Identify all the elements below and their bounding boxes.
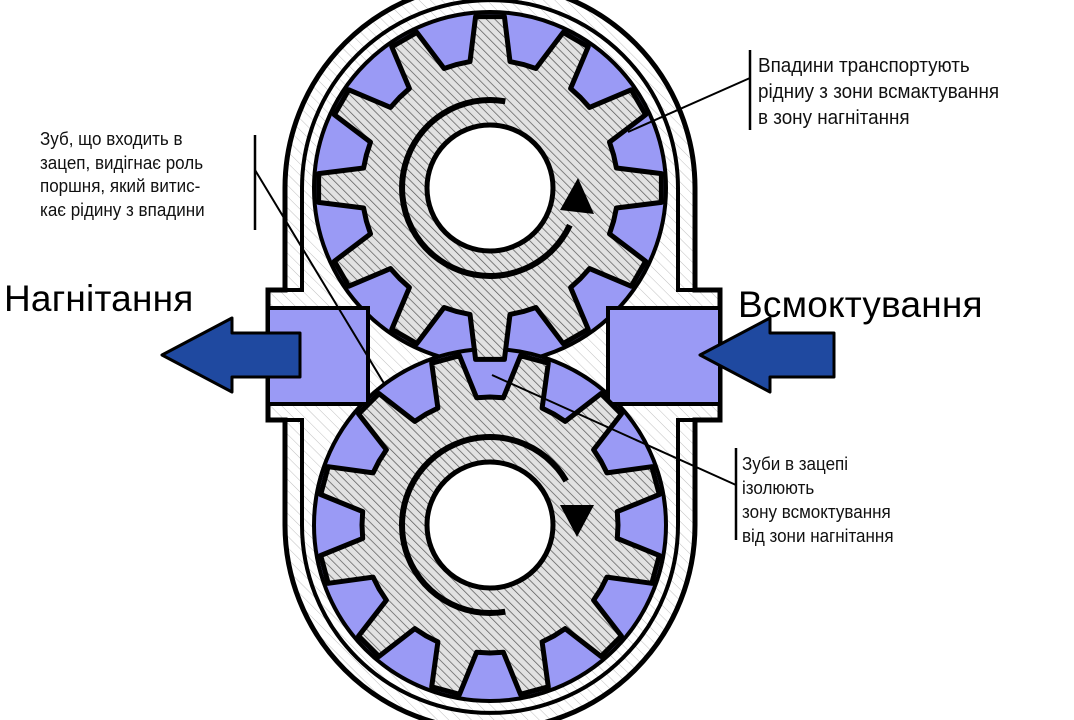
cavity-note-leader <box>627 77 751 133</box>
note-line: кає рідину з впадини <box>40 198 205 220</box>
discharge-arrow-icon <box>160 316 302 394</box>
mesh-note-leader <box>491 374 737 486</box>
note-line: в зону нагнітання <box>758 106 910 129</box>
lower-gear-bore <box>424 459 556 591</box>
teeth-isolate-note: Зуби в зацепі ізолюють зону всмоктування… <box>742 452 894 548</box>
tooth-note-leader <box>254 169 386 386</box>
note-line: Зуби в зацепі <box>742 453 849 474</box>
note-line: поршня, який витис- <box>40 175 201 196</box>
lower-rotation-arrow-icon <box>399 434 569 617</box>
note-line: зону всмоктування <box>742 501 891 522</box>
note-line: Впадини транспортують <box>758 54 970 77</box>
tooth-piston-note: Зуб, що входить в зацеп, видігнає роль п… <box>40 127 205 221</box>
note-line: рідниу з зони всмактування <box>758 80 1000 103</box>
note-line: зацеп, видігнає роль <box>40 151 204 173</box>
note-line: ізолюють <box>742 477 815 498</box>
upper-rotation-arrowhead-icon <box>560 178 594 214</box>
suction-label: Всмоктування <box>738 284 983 325</box>
upper-gear-bore <box>424 122 556 254</box>
upper-rotation-arrow-icon <box>399 96 573 279</box>
note-line: Зуб, що входить в <box>40 128 183 149</box>
housing-inner-wall <box>266 0 722 715</box>
lower-rotation-arrowhead-icon <box>560 505 594 537</box>
discharge-label: Нагнітання <box>4 278 194 319</box>
cavities-transport-note: Впадини транспортують рідниу з зони всма… <box>758 53 999 131</box>
suction-arrow-icon <box>698 316 836 394</box>
note-line: від зони нагнітання <box>742 525 894 546</box>
